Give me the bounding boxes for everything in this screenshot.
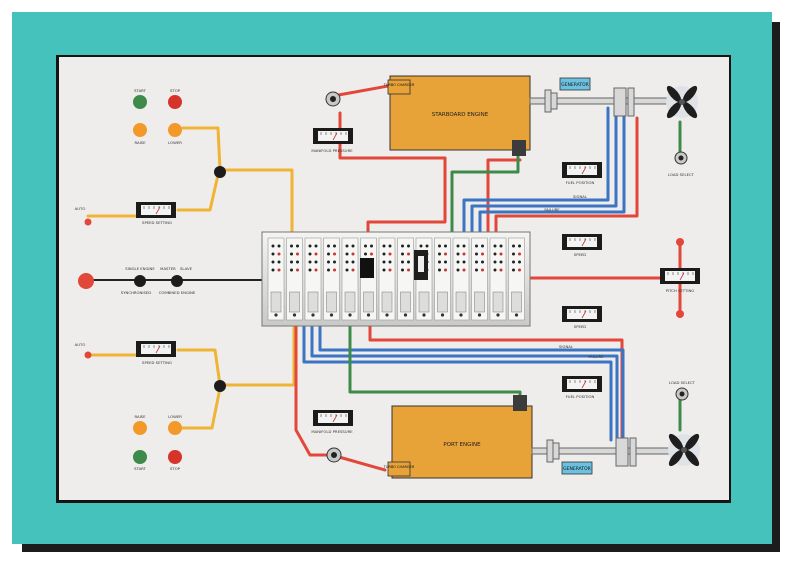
emergency-button[interactable] — [78, 273, 94, 289]
generator-bottom: GENERATOR — [561, 461, 593, 475]
gauge-speed-setting-top — [136, 202, 176, 218]
generator-top: GENERATOR — [559, 77, 591, 91]
label-start-bottom: START — [134, 466, 146, 471]
label-manifold-top: MANIFOLD PRESSURE — [311, 148, 353, 153]
start-button-bottom[interactable] — [133, 450, 147, 464]
auto-switch-top[interactable] — [84, 218, 92, 226]
label-auto-top: AUTO — [75, 206, 86, 211]
rack-module — [378, 237, 396, 321]
port-engine-label: PORT ENGINE — [443, 442, 481, 448]
svg-text:TURBO CHARGER: TURBO CHARGER — [383, 465, 415, 469]
knobs — [134, 91, 689, 463]
rack-modules — [267, 237, 525, 321]
stop-button-bottom[interactable] — [168, 450, 182, 464]
label-fuel-position-bottom: FUEL POSITION — [566, 394, 595, 399]
rack-module — [471, 237, 488, 321]
gauge-manifold-bottom — [313, 410, 353, 426]
rack-module — [489, 237, 507, 321]
label-speed-top: SPEED — [574, 252, 586, 257]
propeller-bottom — [668, 433, 700, 467]
starboard-engine: STARBOARD ENGINE — [389, 75, 531, 156]
label-failure-top: FAILURE — [544, 207, 560, 212]
yellow-wires — [86, 126, 296, 430]
label-raise-top: RAISE — [134, 140, 146, 145]
label-load-select-bottom: LOAD SELECT — [669, 380, 696, 385]
gauge-speed-top — [562, 234, 602, 250]
label-single-engine: SINGLE ENGINE — [125, 266, 155, 271]
svg-text:GENERATOR: GENERATOR — [563, 466, 591, 472]
speed-knob-bottom[interactable] — [214, 380, 226, 392]
gauges — [136, 128, 700, 426]
label-lower-bottom: LOWER — [168, 414, 182, 419]
label-auto-bottom: AUTO — [75, 342, 86, 347]
gauge-manifold-top — [313, 128, 353, 144]
mode-knob-right[interactable] — [171, 275, 183, 287]
rack-module — [434, 237, 451, 321]
rack-module — [286, 237, 303, 321]
label-stop-bottom: STOP — [170, 466, 181, 471]
svg-text:GENERATOR: GENERATOR — [561, 82, 589, 88]
label-speed-setting-top: SPEED SETTING — [142, 220, 172, 225]
turbo-charger-bottom: TURBO CHARGER — [383, 461, 415, 477]
label-start-top: START — [134, 88, 146, 93]
rack-module — [397, 237, 414, 321]
port-engine: PORT ENGINE — [391, 395, 533, 479]
gauge-speed-bottom — [562, 306, 602, 322]
pitch-indicator-top — [676, 238, 684, 246]
raise-button-bottom[interactable] — [133, 421, 147, 435]
label-manifold-bottom: MANIFOLD PRESSURE — [311, 429, 353, 434]
rack-module — [304, 237, 322, 321]
gauge-fuel-position-top — [562, 162, 602, 178]
labels: START STOP RAISE LOWER SPEED SETTING AUT… — [75, 88, 696, 471]
gauge-speed-setting-bottom — [136, 341, 176, 357]
gauge-pitch-setting — [660, 268, 700, 284]
label-combined: COMBINED ENGINE — [159, 290, 196, 295]
rack-module — [452, 237, 470, 321]
label-stop-top: STOP — [170, 88, 181, 93]
turbo-charger-top: TURBO CHARGER — [383, 79, 415, 95]
svg-text:TURBO CHARGER: TURBO CHARGER — [383, 83, 415, 87]
buttons — [78, 95, 684, 464]
label-signal-bottom: SIGNAL — [559, 344, 574, 349]
label-pitch-setting: PITCH SETTING — [666, 288, 695, 293]
label-synchronised: SYNCHRONISED — [121, 290, 151, 295]
lower-button-top[interactable] — [168, 123, 182, 137]
rack-module — [267, 237, 285, 321]
label-slave: SLAVE — [180, 266, 193, 271]
control-rack — [261, 231, 531, 327]
mode-knob-left[interactable] — [134, 275, 146, 287]
label-fuel-position-top: FUEL POSITION — [566, 180, 595, 185]
rack-module — [323, 237, 340, 321]
blue-wires — [302, 106, 626, 442]
rack-display — [360, 250, 428, 280]
label-lower-top: LOWER — [168, 140, 182, 145]
stop-button-top[interactable] — [168, 95, 182, 109]
gauge-fuel-position-bottom — [562, 376, 602, 392]
raise-button-top[interactable] — [133, 123, 147, 137]
rack-module — [360, 237, 377, 321]
label-speed-setting-bottom: SPEED SETTING — [142, 360, 172, 365]
auto-switch-bottom[interactable] — [84, 351, 92, 359]
wiring — [86, 84, 682, 472]
label-master: MASTER — [160, 266, 176, 271]
rack-module — [508, 237, 525, 321]
speed-knob-top[interactable] — [214, 166, 226, 178]
label-failure-bottom: FAILURE — [588, 354, 604, 359]
starboard-engine-label: STARBOARD ENGINE — [432, 112, 489, 118]
start-button-top[interactable] — [133, 95, 147, 109]
sensor-box — [512, 140, 526, 156]
label-signal-top: SIGNAL — [573, 194, 588, 199]
sensor-box — [513, 395, 527, 411]
label-speed-bottom: SPEED — [574, 324, 586, 329]
label-load-select-top: LOAD SELECT — [668, 172, 695, 177]
propeller-top — [666, 85, 698, 119]
rack-module — [341, 237, 359, 321]
label-raise-bottom: RAISE — [134, 414, 146, 419]
lower-button-bottom[interactable] — [168, 421, 182, 435]
pitch-indicator-bottom — [676, 310, 684, 318]
